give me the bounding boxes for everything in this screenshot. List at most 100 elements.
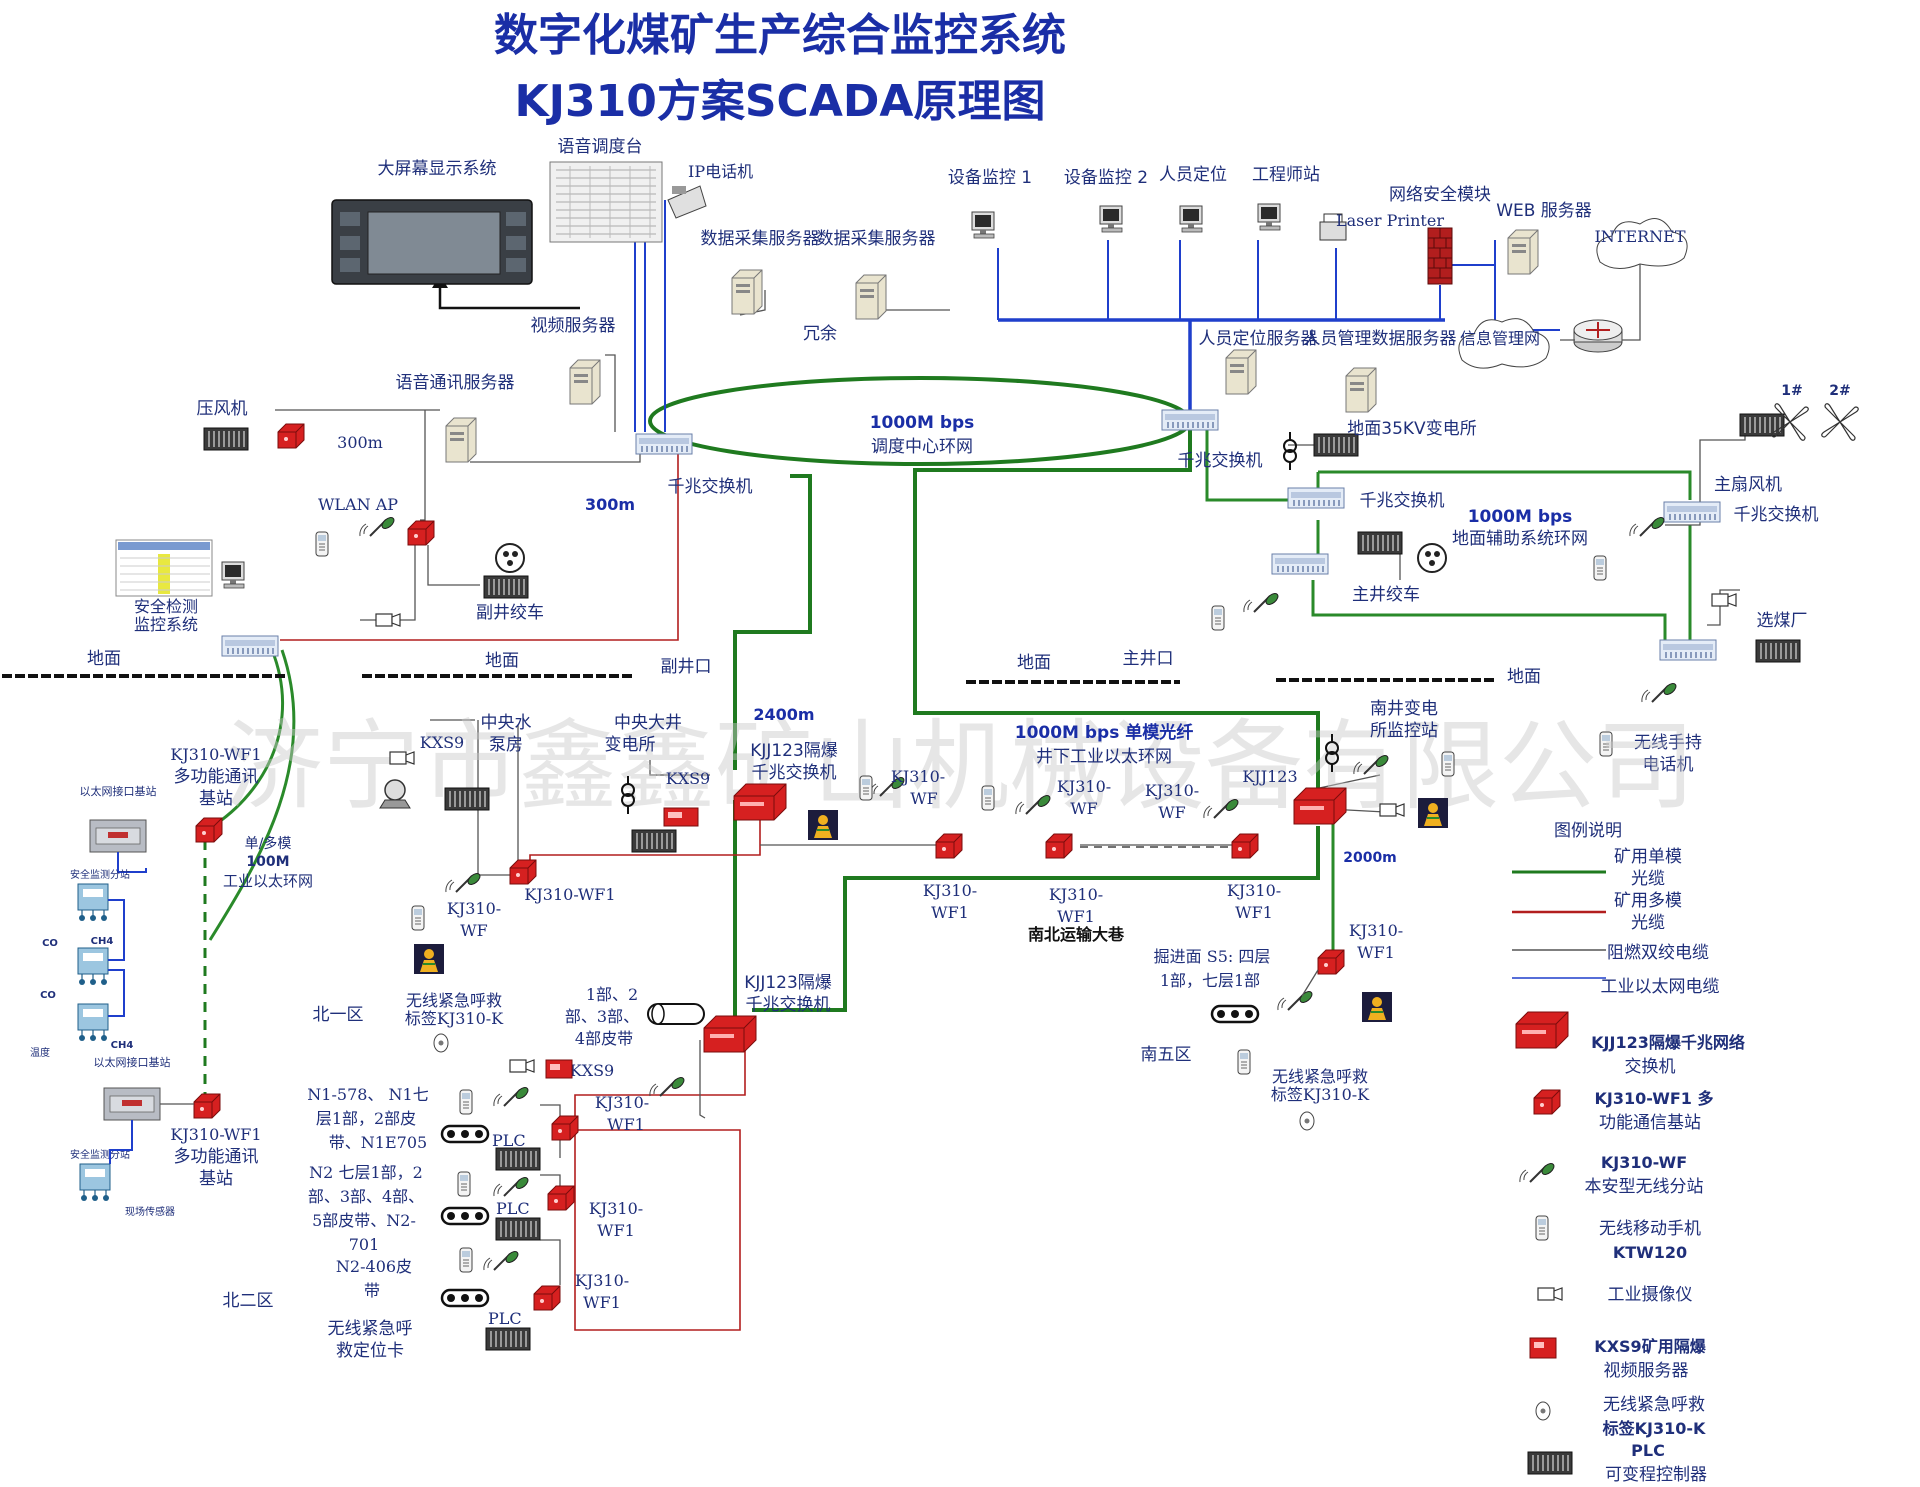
belt-b-icon: [440, 1206, 490, 1226]
transformer-35kv-icon: [1283, 431, 1297, 471]
device-monitor-1-icon: [971, 211, 995, 239]
gray-central-sub: [517, 725, 710, 875]
coal-prep-camera-icon: [1711, 593, 1737, 607]
voice-comm-server-icon: [445, 417, 477, 463]
main-winch-phone-icon: [1211, 605, 1225, 631]
label-emergency-tag-b2: 标签KJ310-K: [1271, 1085, 1370, 1104]
label-ring-speed: 1000M bps: [870, 413, 975, 433]
big-screen-display: [331, 199, 533, 285]
label-safety-monitor-1: 安全检测: [134, 597, 198, 616]
legend-item-2: 阻燃双绞电缆: [1607, 943, 1709, 963]
aux-gigabit-switch-2-icon: [1663, 501, 1721, 523]
web-server-icon: [1507, 229, 1539, 275]
legend-item-11a: PLC: [1631, 1441, 1665, 1460]
data-collect-server-1-icon: [731, 269, 763, 315]
main-winch-wf-icon: [1242, 590, 1281, 613]
ip-phone-icon: [667, 185, 707, 219]
label-plc-a: PLC: [492, 1131, 526, 1150]
label-emergency-tag-a1: 无线紧急呼救: [406, 991, 502, 1010]
legend-item-10b: 标签KJ310-K: [1602, 1419, 1706, 1438]
label-kxs9-a: KXS9: [420, 733, 464, 752]
label-kj310wf1-station-b2: 多功能通讯: [174, 1147, 259, 1167]
label-central-sub-1: 中央大井: [614, 713, 682, 733]
label-n1-belt-2: 层1部，2部皮: [316, 1109, 416, 1128]
data-collect-server-2-icon: [855, 274, 887, 320]
label-kj310wf1-b-1: KJ310-: [923, 881, 977, 900]
kxs9-c-camera-icon: [509, 1059, 535, 1073]
label-coal-prep: 选煤厂: [1757, 611, 1808, 631]
label-fan-2: 2#: [1829, 383, 1850, 399]
legend-item-0b: 光缆: [1631, 869, 1665, 889]
label-field-sensor: 现场传感器: [125, 1205, 175, 1218]
wlan-camera-icon: [375, 613, 401, 627]
label-kj310wf1-e-1: KJ310-: [1349, 921, 1403, 940]
kj310wf1-left-bottom-icon: [193, 1093, 221, 1119]
label-south-sub-2: 所监控站: [1370, 721, 1438, 741]
label-co-2: CO: [40, 990, 56, 1001]
label-kj310wf1-f-1: KJ310-: [595, 1093, 649, 1112]
eth-base-2-icon: [103, 1087, 161, 1121]
label-kj310wf1-c-1: KJ310-: [1049, 885, 1103, 904]
legend-item-3: 工业以太网电缆: [1601, 977, 1720, 997]
laser-printer-icon: [1319, 213, 1347, 241]
legend-item-7b: KTW120: [1613, 1243, 1687, 1262]
main-winch-drum-icon: [1417, 543, 1447, 573]
center-gigabit-switch-icon: [635, 433, 693, 455]
label-fan-1: 1#: [1781, 383, 1802, 399]
belt-phone-c-icon: [459, 1247, 473, 1273]
label-ground-1: 地面: [87, 649, 121, 669]
wlan-ap-station-icon: [407, 520, 435, 546]
personnel-locate-pc-icon: [1179, 205, 1203, 233]
kjj123-b-icon: [1293, 787, 1347, 825]
label-ns-transport: 南北运输大巷: [1028, 925, 1125, 944]
kjj123-c-icon: [703, 1015, 757, 1053]
legend-phone-icon: [1535, 1215, 1549, 1241]
south-camera-icon: [1379, 803, 1405, 817]
label-underground-ring: 井下工业以太环网: [1036, 747, 1172, 767]
label-device-monitor-2: 设备监控 2: [1064, 168, 1148, 188]
safety-monitor-screens-icon: [115, 539, 213, 597]
heading-face-belt-icon: [1210, 1004, 1260, 1024]
coal-prep-wf-icon: [1640, 680, 1679, 703]
label-belt-group-1b: 部、3部、: [565, 1007, 639, 1026]
label-heading-face-1: 掘进面 S5: 四层: [1154, 947, 1271, 966]
label-ground-2: 地面: [485, 651, 519, 671]
legend-item-11b: 可变程控制器: [1605, 1465, 1707, 1485]
fiber-aux-top: [1318, 470, 1692, 500]
label-safety-monitor-2: 监控系统: [134, 615, 198, 634]
label-kjj123-c-2: 千兆交换机: [746, 995, 831, 1015]
south-wf-e-antenna-icon: [1276, 988, 1315, 1011]
plc-c-icon: [485, 1327, 531, 1351]
legend-plc-icon: [1527, 1451, 1573, 1475]
line-video-server: [605, 354, 616, 432]
winch-drum-icon: [495, 543, 525, 573]
emergency-tag-a-icon: [433, 1033, 449, 1053]
red-fiber-belt-loop: [570, 1040, 746, 1331]
pump-wf-antenna-icon: [444, 870, 483, 893]
label-single-multi: 单/多模: [245, 835, 292, 852]
line-voice-server: [470, 445, 641, 463]
label-belt-group-1a: 1部、2: [586, 985, 638, 1004]
belt-phone-b-icon: [457, 1171, 471, 1197]
label-aux-ring-name: 地面辅助系统环网: [1452, 529, 1588, 549]
line-south-wf-e: [1301, 969, 1319, 997]
gray-compressor: [275, 409, 440, 521]
label-temp: 温度: [30, 1046, 50, 1059]
label-n2-406-2: 带: [364, 1281, 380, 1300]
emergency-tag-b-icon: [1299, 1111, 1315, 1131]
fan-2-icon: [1821, 403, 1859, 441]
legend-item-6a: KJ310-WF: [1601, 1153, 1687, 1172]
compressor-station-icon: [277, 423, 305, 449]
label-n1-belt-3: 带、N1E705: [329, 1133, 427, 1152]
main-winch-panel-icon: [1357, 531, 1403, 555]
central-pump-panel-icon: [444, 787, 490, 811]
aux-wf-antenna-icon: [1628, 514, 1667, 537]
label-emergency-tag-a2: 标签KJ310-K: [405, 1009, 504, 1028]
belt-wf-c-icon: [482, 1248, 521, 1271]
kj310wf1-d-icon: [1231, 833, 1259, 859]
label-heading-face-2: 1部，七层1部: [1160, 971, 1260, 990]
label-2400m: 2400m: [753, 705, 814, 724]
label-kj310wf1-d-2: WF1: [1235, 903, 1273, 922]
worker-icon-a: [413, 943, 445, 975]
